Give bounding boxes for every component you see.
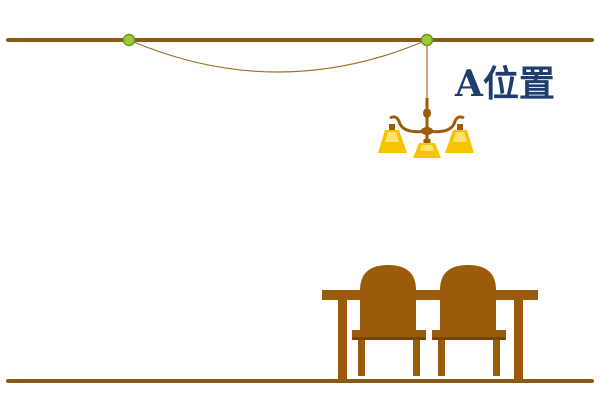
sagging-string xyxy=(128,39,428,73)
chandelier-icon xyxy=(378,98,474,158)
pulley-right xyxy=(420,33,434,47)
pulley-left xyxy=(122,33,136,47)
position-label: A位置 xyxy=(455,63,555,105)
dining-set-icon xyxy=(322,265,538,380)
